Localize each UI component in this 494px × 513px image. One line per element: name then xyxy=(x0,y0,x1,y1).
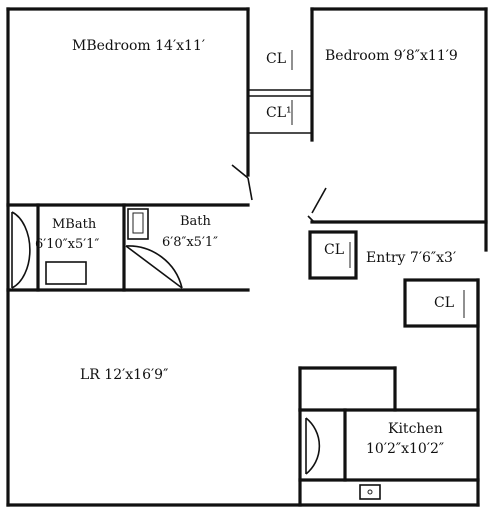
master-bath-name: MBath xyxy=(52,217,97,232)
bedroom-walls xyxy=(307,187,488,224)
bath-size: 6′8″x5′1″ xyxy=(162,235,218,250)
kitchen-walls xyxy=(298,366,480,507)
entry-closet xyxy=(308,230,358,280)
kitchen-size: 10′2″x10′2″ xyxy=(366,441,444,457)
kitchen-name: Kitchen xyxy=(388,421,443,437)
living-room-label: LR 12′x16′9″ xyxy=(80,367,168,383)
right-closet-label: CL xyxy=(434,295,454,311)
closet-label-1: CL xyxy=(266,51,286,67)
closet-label-2: CL¹ xyxy=(266,105,292,121)
master-bedroom-walls xyxy=(6,164,253,207)
bath-name: Bath xyxy=(180,214,212,229)
right-closet xyxy=(403,278,480,328)
entry-label: Entry 7′6″x3′ xyxy=(366,250,456,266)
master-bath-size: 6′10″x5′1″ xyxy=(35,237,99,252)
closets-between-bedrooms xyxy=(248,7,314,142)
bathroom-walls xyxy=(6,203,250,292)
outer-walls xyxy=(6,7,488,507)
bedroom-label: Bedroom 9′8″x11′9 xyxy=(325,48,458,64)
entry-closet-label: CL xyxy=(324,242,344,258)
master-bedroom-label: MBedroom 14′x11′ xyxy=(72,38,205,54)
room-labels: MBedroom 14′x11′ Bedroom 9′8″x11′9 CL CL… xyxy=(35,38,458,457)
